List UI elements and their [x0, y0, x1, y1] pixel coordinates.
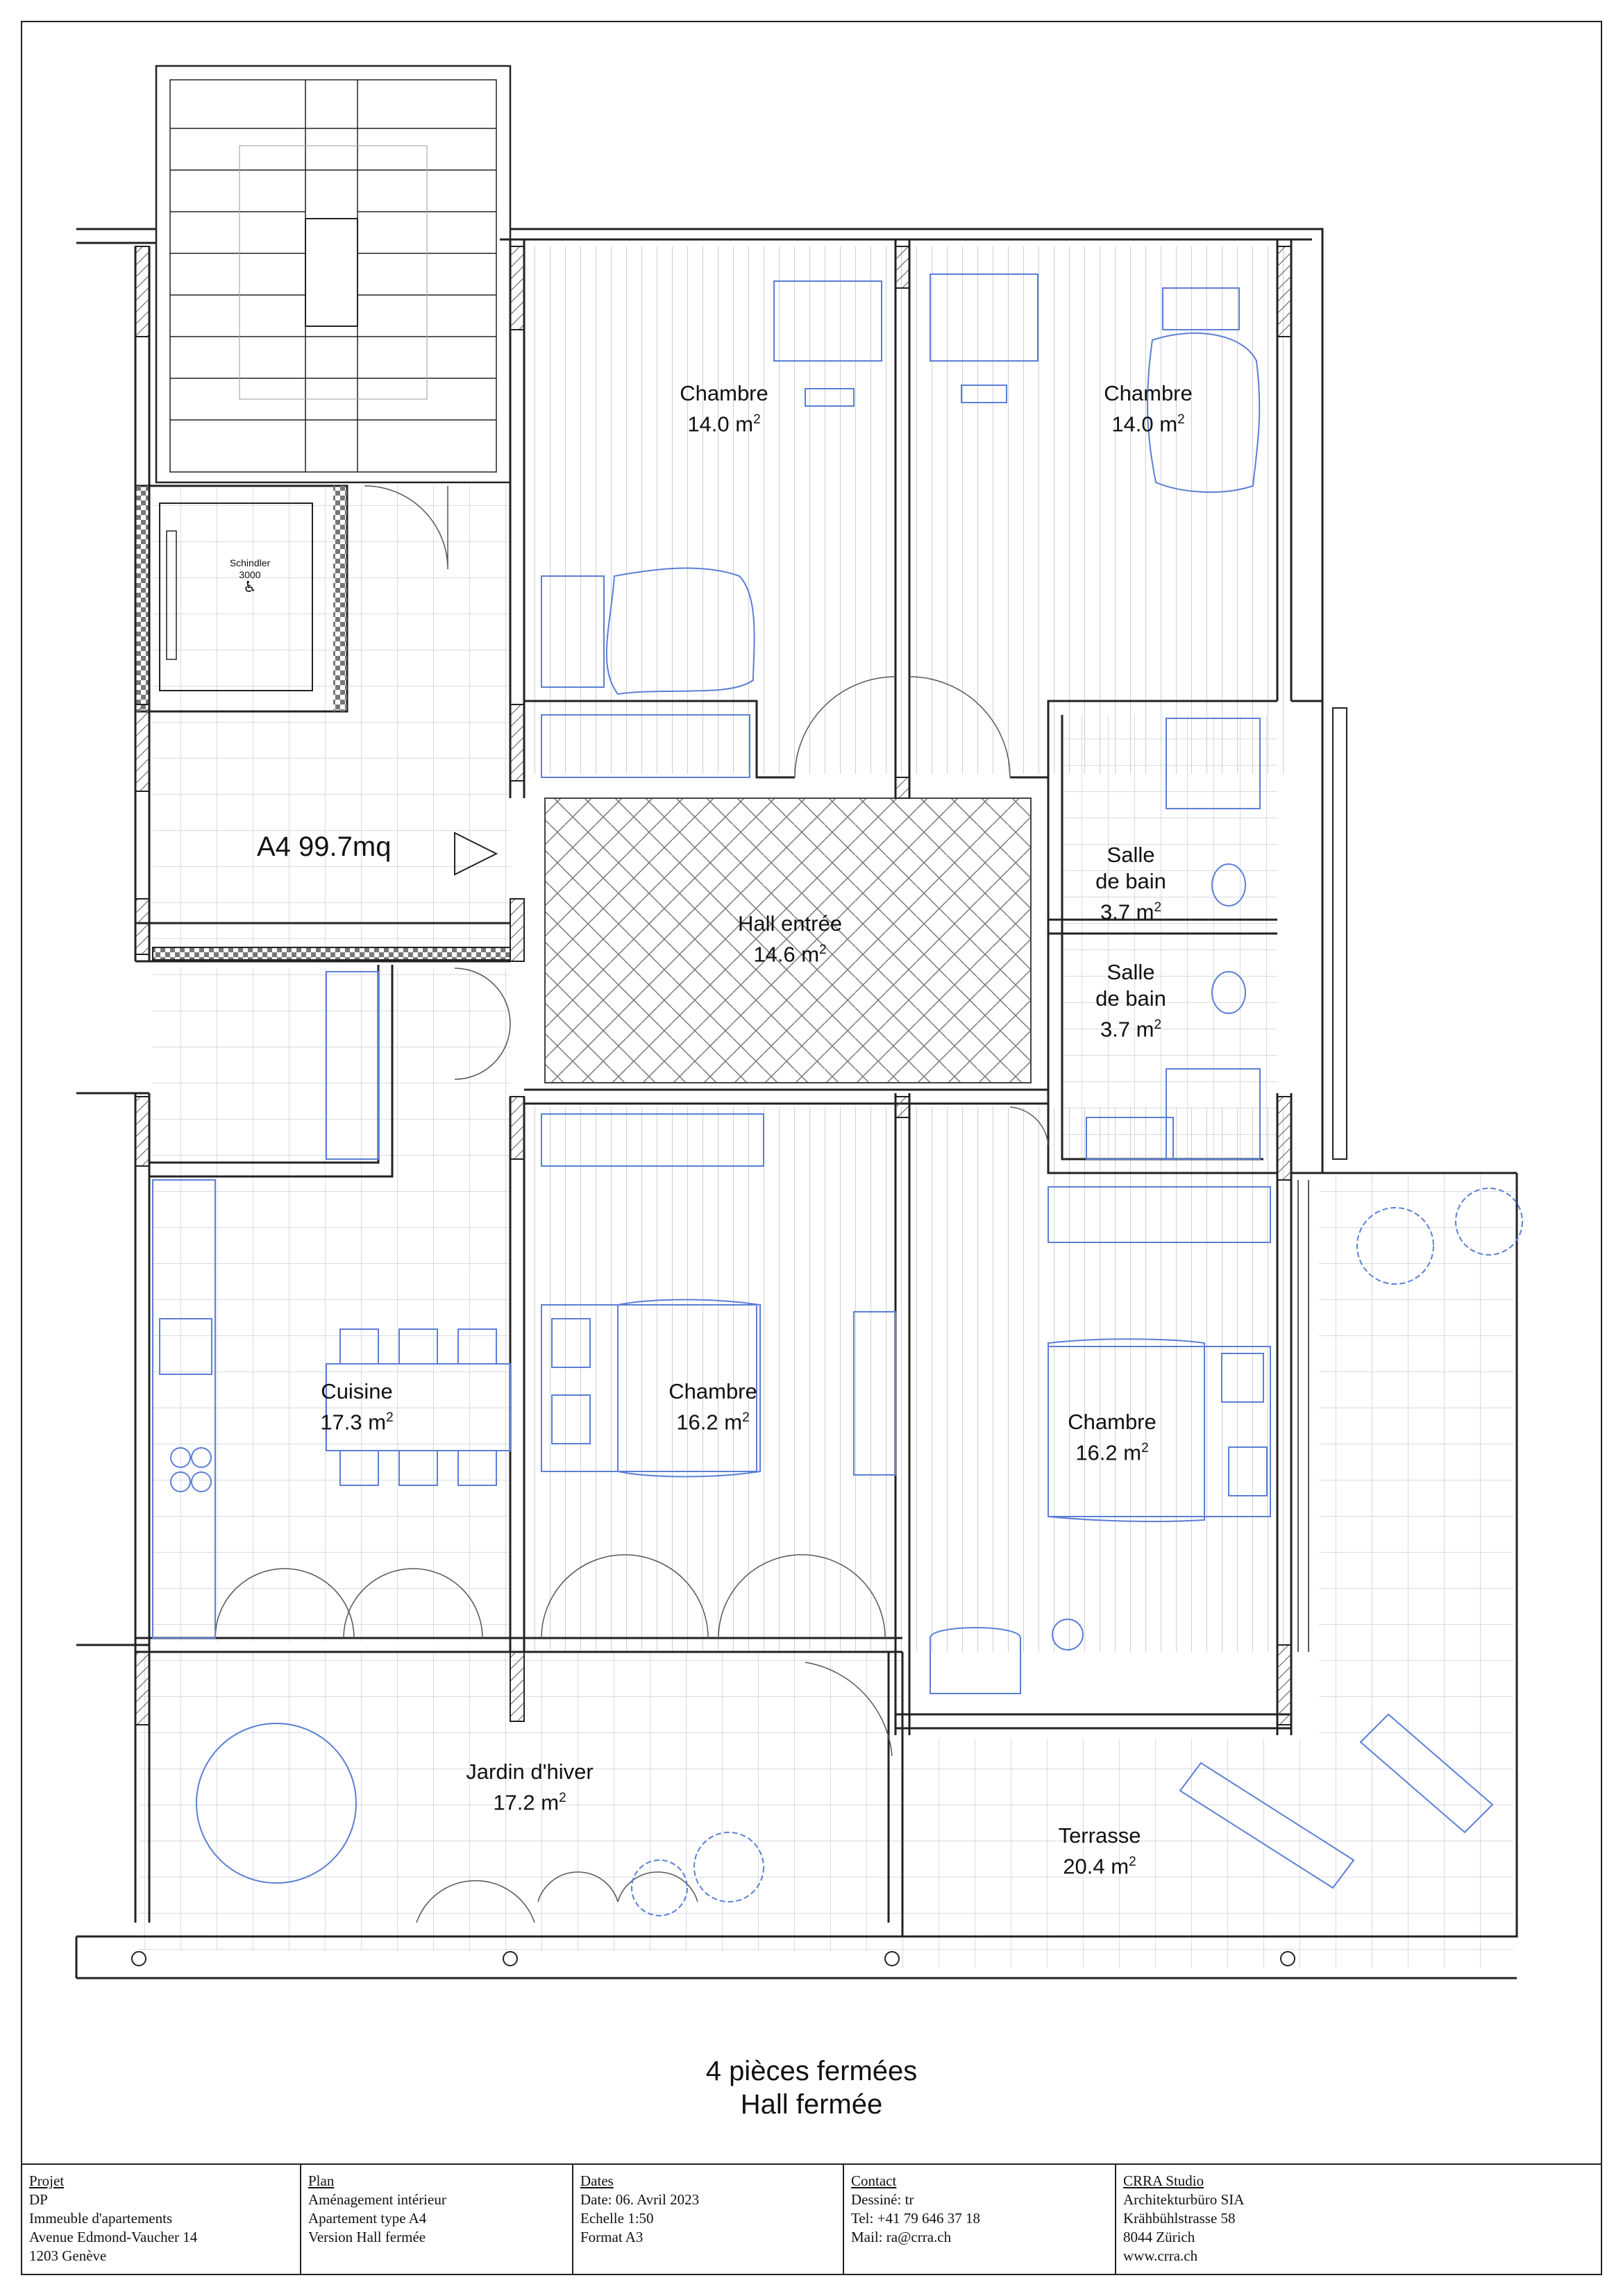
- room-area: 14.0 m2: [687, 412, 761, 437]
- elevator-model: 3000: [239, 569, 261, 580]
- titleblock-projet: Projet DP Immeuble d'apartements Avenue …: [22, 2165, 300, 2274]
- unit-label: A4 99.7mq: [257, 832, 392, 862]
- room-area: 3.7 m2: [1100, 900, 1162, 925]
- projet-line: Avenue Edmond-Vaucher 14: [29, 2229, 198, 2245]
- room-label-chambre-nw: Chambre 14.0 m2: [680, 380, 768, 437]
- plan-heading: Plan: [308, 2172, 335, 2189]
- room-name: Salle: [1107, 960, 1155, 984]
- wall-hatching: [135, 246, 1347, 1725]
- columns: [131, 1951, 1295, 1966]
- doors: [215, 485, 1049, 1923]
- room-area: 14.0 m2: [1111, 412, 1185, 437]
- stair-core: [155, 65, 512, 484]
- room-name: Chambre: [680, 381, 768, 405]
- studio-line: Architekturbüro SIA: [1123, 2191, 1245, 2208]
- dates-heading: Dates: [580, 2172, 614, 2189]
- room-label-salle-de-bain-2: Salle de bain 3.7 m2: [1095, 959, 1166, 1043]
- room-label-chambre-se: Chambre 16.2 m2: [1068, 1409, 1157, 1466]
- room-label-hall: Hall entrée 14.6 m2: [738, 911, 842, 968]
- studio-line: 8044 Zürich: [1123, 2229, 1195, 2245]
- floor-plan: [75, 65, 1523, 1980]
- room-label-chambre-ne: Chambre 14.0 m2: [1104, 380, 1193, 437]
- room-name: Jardin d'hiver: [466, 1759, 594, 1784]
- furniture: [152, 273, 1494, 1889]
- room-area: 20.4 m2: [1063, 1854, 1136, 1879]
- room-label-salle-de-bain-1: Salle de bain 3.7 m2: [1095, 842, 1166, 925]
- contact-line: Dessiné: tr: [851, 2191, 914, 2208]
- titleblock-studio: CRRA Studio Architekturbüro SIA Krähbühl…: [1115, 2165, 1601, 2274]
- projet-heading: Projet: [29, 2172, 65, 2189]
- room-area: 16.2 m2: [676, 1410, 750, 1435]
- room-name: de bain: [1095, 869, 1166, 893]
- plan-line: Apartement type A4: [308, 2210, 427, 2227]
- plan-line: Version Hall fermée: [308, 2229, 426, 2245]
- entry-arrow-icon: [454, 832, 498, 876]
- room-name: Salle: [1107, 843, 1155, 867]
- projet-line: 1203 Genève: [29, 2247, 107, 2264]
- room-name: Chambre: [1068, 1410, 1157, 1434]
- room-area: 16.2 m2: [1075, 1440, 1149, 1465]
- studio-heading: CRRA Studio: [1123, 2172, 1204, 2189]
- studio-line: www.crra.ch: [1123, 2247, 1198, 2264]
- elevator-label: Schindler 3000 ♿: [229, 557, 271, 596]
- room-name: de bain: [1095, 986, 1166, 1011]
- room-area: 17.3 m2: [320, 1410, 394, 1435]
- room-label-jardin-d-hiver: Jardin d'hiver 17.2 m2: [466, 1759, 593, 1816]
- room-name: Terrasse: [1058, 1823, 1141, 1848]
- projet-line: DP: [29, 2191, 48, 2208]
- room-area: 14.6 m2: [753, 942, 827, 967]
- drawing-sheet-frame: [21, 21, 1602, 2275]
- plan-caption: 4 pièces fermées Hall fermée: [0, 2054, 1623, 2121]
- room-name: Hall entrée: [738, 911, 842, 936]
- dates-line: Echelle 1:50: [580, 2210, 654, 2227]
- contact-heading: Contact: [851, 2172, 897, 2189]
- room-name: Chambre: [668, 1379, 757, 1403]
- titleblock-dates: Dates Date: 06. Avril 2023 Echelle 1:50 …: [572, 2165, 843, 2274]
- room-label-terrasse: Terrasse 20.4 m2: [1059, 1823, 1141, 1880]
- plants: [631, 1188, 1523, 1916]
- caption-line-1: 4 pièces fermées: [705, 2056, 918, 2086]
- plan-line: Aménagement intérieur: [308, 2191, 446, 2208]
- walls: [75, 228, 1518, 1980]
- dates-line: Format A3: [580, 2229, 644, 2245]
- wheelchair-icon: ♿: [243, 578, 257, 596]
- caption-line-2: Hall fermée: [740, 2089, 883, 2120]
- elevator-brand: Schindler: [229, 557, 271, 568]
- room-area: 3.7 m2: [1100, 1017, 1162, 1042]
- room-area: 17.2 m2: [493, 1790, 566, 1815]
- contact-line: Tel: +41 79 646 37 18: [851, 2210, 980, 2227]
- room-name: Chambre: [1104, 381, 1193, 405]
- titleblock-contact: Contact Dessiné: tr Tel: +41 79 646 37 1…: [843, 2165, 1115, 2274]
- elevator: [134, 484, 348, 713]
- room-label-chambre-sw: Chambre 16.2 m2: [668, 1378, 757, 1435]
- title-block: Projet DP Immeuble d'apartements Avenue …: [22, 2163, 1601, 2276]
- studio-line: Krähbühlstrasse 58: [1123, 2210, 1236, 2227]
- contact-line: Mail: ra@crra.ch: [851, 2229, 952, 2245]
- titleblock-plan: Plan Aménagement intérieur Apartement ty…: [300, 2165, 572, 2274]
- room-label-cuisine: Cuisine 17.3 m2: [320, 1378, 393, 1435]
- dates-line: Date: 06. Avril 2023: [580, 2191, 700, 2208]
- projet-line: Immeuble d'apartements: [29, 2210, 173, 2227]
- room-name: Cuisine: [321, 1379, 393, 1403]
